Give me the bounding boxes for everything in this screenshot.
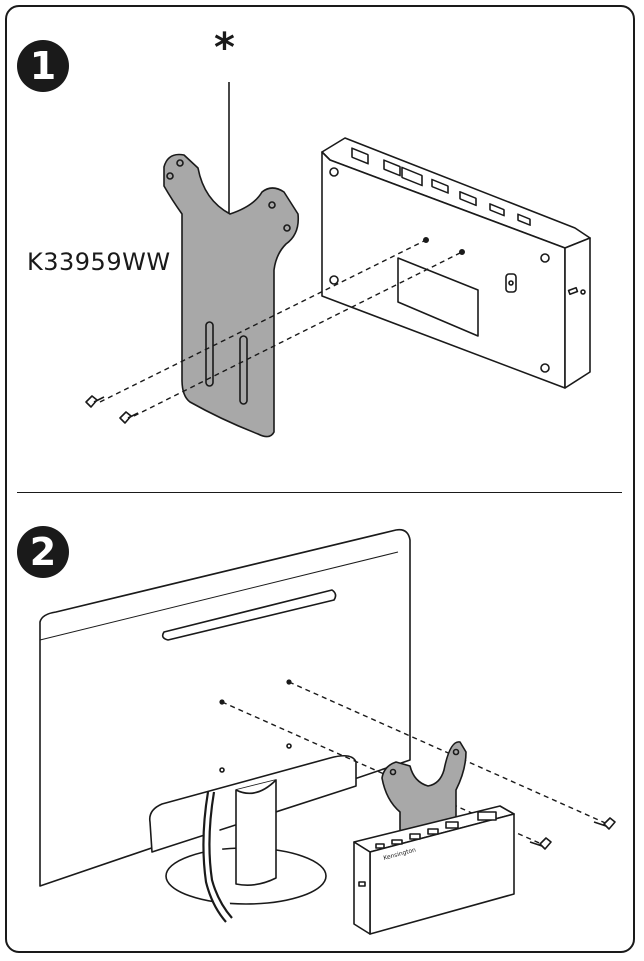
step-2-illustration: Kensington: [39, 528, 616, 935]
callout-asterisk: *: [214, 25, 235, 71]
docking-station: [321, 137, 591, 389]
step-1-illustration: [85, 82, 591, 438]
mounting-bracket: [163, 153, 300, 438]
docking-station-standing: [353, 805, 515, 935]
instruction-frame: [5, 5, 635, 953]
step-2-badge: 2: [17, 526, 69, 578]
step-1-badge: 1: [17, 40, 69, 92]
screw-paths: [99, 239, 463, 417]
monitor-back: [39, 528, 411, 887]
monitor-stand: [165, 779, 327, 923]
part-number-label: K33959WW: [27, 248, 171, 276]
screws: [85, 395, 139, 424]
alignment-paths: [221, 681, 613, 847]
step-divider: [17, 492, 622, 493]
step-2-screws: [529, 817, 616, 850]
